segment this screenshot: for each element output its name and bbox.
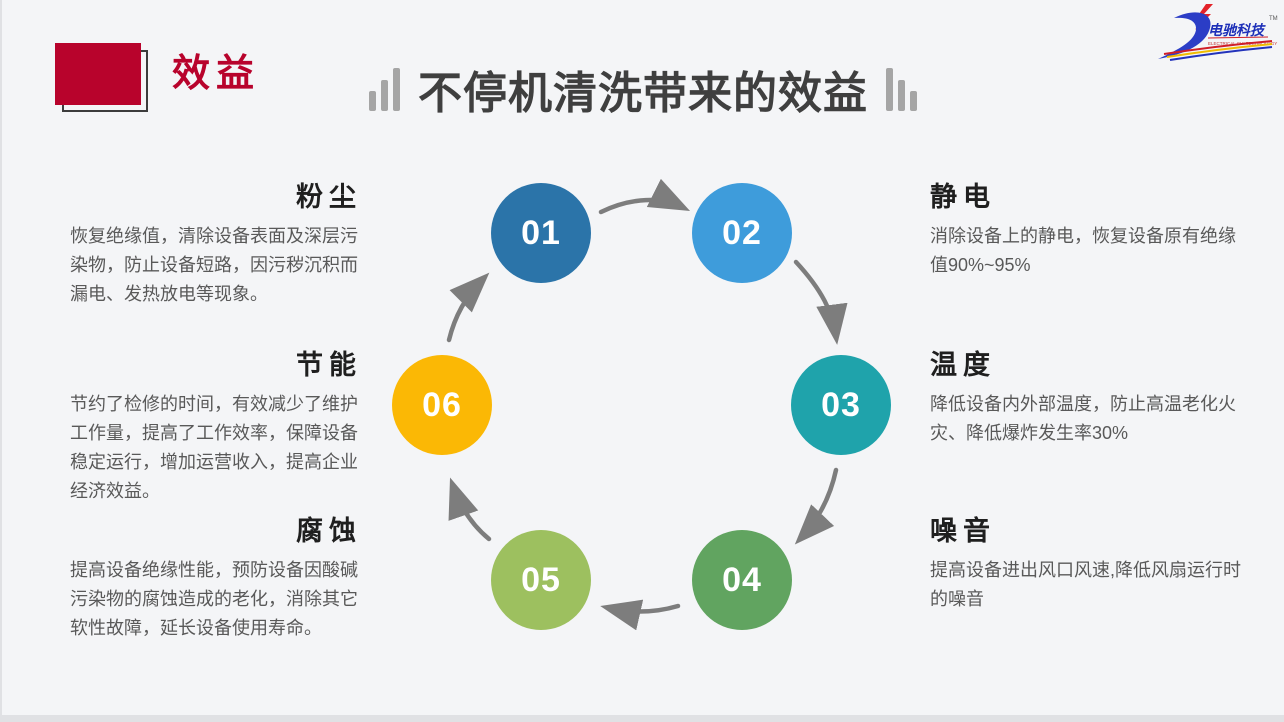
cycle-circle-01: 01 [491,183,591,283]
title-bars-left-icon [369,68,400,121]
cycle-circle-02: 02 [692,183,792,283]
benefit-body-noise: 提高设备进出风口风速,降低风扇运行时的噪音 [930,560,1241,610]
benefit-block-static: 静电 消除设备上的静电，恢复设备原有绝缘值90%~95% [930,182,1252,280]
circle-number: 04 [722,560,762,599]
brand-name: 电驰科技 [1208,22,1266,38]
benefit-heading-noise: 噪音 [930,516,996,546]
benefit-heading-dust: 粉尘 [296,182,362,212]
benefit-body-temperature: 降低设备内外部温度，防止高温老化火灾、降低爆炸发生率30% [930,394,1236,444]
title-bars-right-icon [886,68,917,121]
slide-bottom-edge [2,715,1284,722]
section-label: 效益 [172,53,261,95]
circle-number: 02 [722,213,762,252]
cycle-circle-03: 03 [791,355,891,455]
benefit-block-dust: 粉尘 恢复绝缘值，清除设备表面及深层污染物，防止设备短路，因污秽沉积而漏电、发热… [70,182,362,309]
benefit-block-energy: 节能 节约了检修的时间，有效减少了维护工作量，提高了工作效率，保障设备稳定运行，… [70,350,362,506]
title-row: 不停机清洗带来的效益 [2,68,1284,121]
arrow-04-to-05 [600,599,681,631]
benefit-block-noise: 噪音 提高设备进出风口风速,降低风扇运行时的噪音 [930,516,1252,614]
arrow-06-to-01 [446,272,490,343]
arrow-02-to-03 [793,259,848,345]
cycle-circle-06: 06 [392,355,492,455]
benefit-heading-energy: 节能 [296,350,362,380]
benefit-body-corrosion: 提高设备绝缘性能，预防设备因酸碱污染物的腐蚀造成的老化，消除其它软性故障，延长设… [70,560,358,639]
benefit-body-energy: 节约了检修的时间，有效减少了维护工作量，提高了工作效率，保障设备稳定运行，增加运… [70,394,358,502]
benefit-body-static: 消除设备上的静电，恢复设备原有绝缘值90%~95% [930,226,1236,276]
brand-d-swoosh-icon [1158,12,1211,59]
circle-number: 06 [422,385,462,424]
benefit-block-temperature: 温度 降低设备内外部温度，防止高温老化火灾、降低爆炸发生率30% [930,350,1252,448]
benefit-body-dust: 恢复绝缘值，清除设备表面及深层污染物，防止设备短路，因污秽沉积而漏电、发热放电等… [70,226,358,305]
arrow-03-to-04 [794,467,839,545]
benefit-heading-temperature: 温度 [930,350,996,380]
arrow-01-to-02 [598,178,691,215]
circle-number: 05 [521,560,561,599]
section-tag-fill [55,43,141,105]
brand-trademark: TM [1269,16,1278,22]
arrow-05-to-06 [448,477,492,542]
cycle-circle-04: 04 [692,530,792,630]
benefit-block-corrosion: 腐蚀 提高设备绝缘性能，预防设备因酸碱污染物的腐蚀造成的老化，消除其它软性故障，… [70,516,362,643]
slide-title: 不停机清洗带来的效益 [418,69,868,119]
benefit-heading-corrosion: 腐蚀 [296,516,362,546]
benefit-heading-static: 静电 [930,182,996,212]
brand-logo: 电驰科技 TM ELECTRICAL CHI TECHNOLOGY [1156,4,1280,62]
circle-number: 01 [521,213,561,252]
cycle-circle-05: 05 [491,530,591,630]
circle-number: 03 [821,385,861,424]
